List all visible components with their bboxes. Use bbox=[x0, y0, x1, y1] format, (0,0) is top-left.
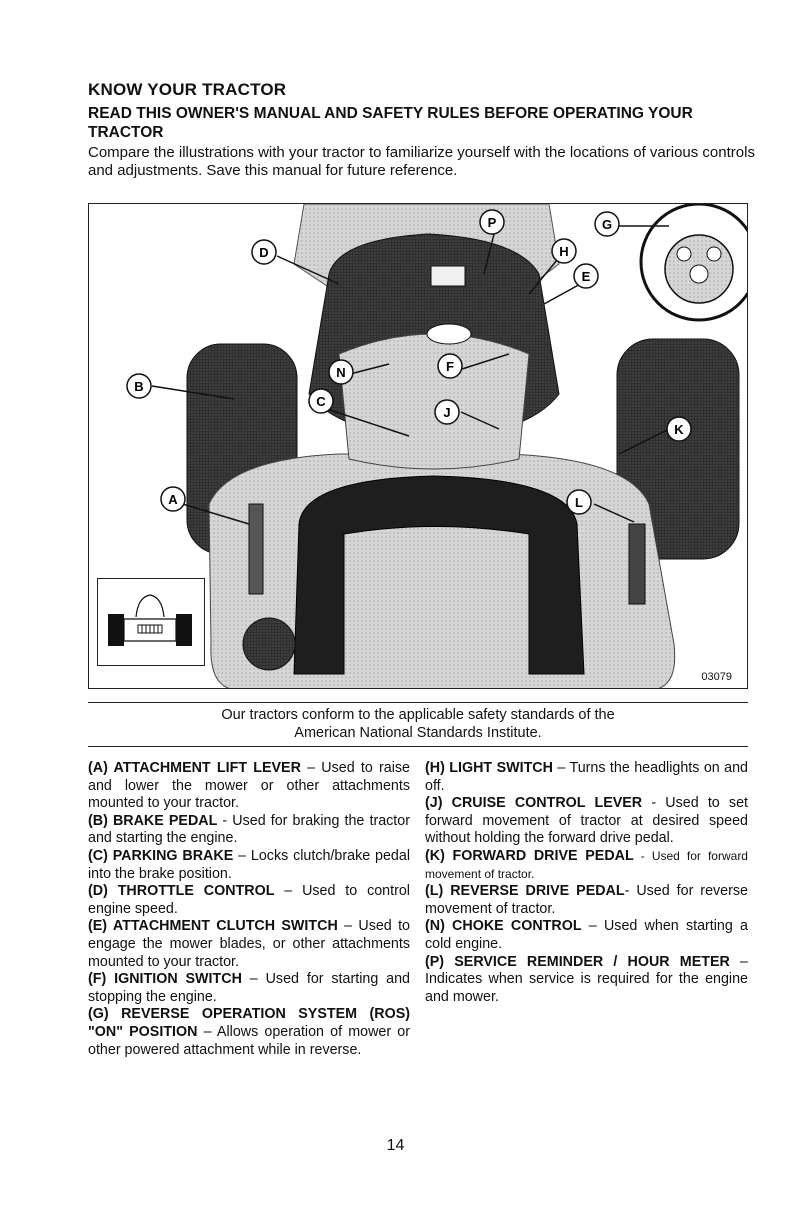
lift-lever-knob bbox=[242, 617, 296, 671]
right-pedal-shape bbox=[628, 523, 646, 605]
svg-text:L: L bbox=[575, 495, 583, 510]
lift-lever-shape bbox=[248, 503, 264, 595]
figure-code: 03079 bbox=[698, 671, 735, 683]
item-text: – Turns the headlights on and off. bbox=[425, 760, 749, 794]
svg-text:N: N bbox=[336, 365, 345, 380]
svg-text:G: G bbox=[602, 217, 612, 232]
item-title: (A) ATTACHMENT LIFT LEVER bbox=[88, 760, 301, 776]
item-text: – Used to control engine speed. bbox=[88, 883, 410, 917]
item-title: (E) ATTACHMENT CLUTCH SWITCH bbox=[88, 918, 338, 935]
callout-k: K bbox=[666, 416, 692, 442]
item-title: (G) REVERSE OPERATION SYSTEM (ROS) "ON" … bbox=[88, 1006, 410, 1040]
callout-p: P bbox=[479, 209, 505, 235]
svg-text:C: C bbox=[316, 394, 326, 409]
svg-text:A: A bbox=[168, 492, 178, 507]
svg-text:E: E bbox=[582, 269, 591, 284]
list-item: (J) CRUISE CONTROL LEVER - Used to set f… bbox=[425, 795, 748, 848]
standards-note-line2: American National Standards Institute. bbox=[294, 725, 542, 741]
item-title: (L) REVERSE DRIVE PEDAL bbox=[425, 883, 625, 900]
dash-opening bbox=[426, 323, 472, 345]
controls-list-right: (H) LIGHT SWITCH – Turns the headlights … bbox=[425, 760, 748, 1006]
item-title: (H) LIGHT SWITCH bbox=[425, 760, 553, 776]
steering-column bbox=[338, 333, 530, 470]
callout-j: J bbox=[434, 399, 460, 425]
svg-text:F: F bbox=[446, 359, 454, 374]
list-item: (B) BRAKE PEDAL - Used for braking the t… bbox=[88, 813, 410, 848]
page-number: 14 bbox=[386, 1137, 405, 1154]
item-text: – Used to raise and lower the mower or o… bbox=[88, 760, 410, 812]
item-title: (N) CHOKE CONTROL bbox=[425, 918, 582, 935]
tractor-drawing: D B A C N P H E F J G K L bbox=[126, 204, 747, 688]
svg-text:P: P bbox=[488, 215, 497, 230]
divider-top bbox=[88, 702, 748, 703]
list-item: (P) SERVICE REMINDER / HOUR METER – Indi… bbox=[425, 954, 748, 1007]
item-text: – Used to engage the mower blades, or ot… bbox=[88, 918, 410, 970]
divider-bottom bbox=[88, 746, 748, 747]
callout-l: L bbox=[566, 489, 592, 515]
list-item: (H) LIGHT SWITCH – Turns the headlights … bbox=[425, 760, 748, 795]
controls-list-left: (A) ATTACHMENT LIFT LEVER – Used to rais… bbox=[88, 760, 410, 1059]
list-item: (N) CHOKE CONTROL – Used when starting a… bbox=[425, 918, 748, 953]
list-item: (G) REVERSE OPERATION SYSTEM (ROS) "ON" … bbox=[88, 1006, 410, 1059]
list-item: (F) IGNITION SWITCH – Used for starting … bbox=[88, 971, 410, 1006]
svg-text:H: H bbox=[559, 244, 568, 259]
item-text: - Used to set forward movement of tracto… bbox=[425, 795, 749, 847]
item-title: (P) SERVICE REMINDER / HOUR METER bbox=[425, 953, 730, 970]
svg-text:D: D bbox=[259, 245, 268, 260]
item-text: – Used for starting and stopping the eng… bbox=[88, 971, 410, 1005]
callout-h: H bbox=[551, 238, 577, 264]
item-title: (F) IGNITION SWITCH bbox=[88, 971, 242, 988]
callout-f: F bbox=[437, 353, 463, 379]
item-text: - Used for reverse movement of tractor. bbox=[425, 883, 748, 917]
intro-paragraph: Compare the illustrations with your trac… bbox=[88, 144, 755, 179]
section-heading: KNOW YOUR TRACTOR bbox=[88, 80, 287, 99]
item-title: (B) BRAKE PEDAL bbox=[88, 812, 218, 829]
callout-e: E bbox=[573, 263, 599, 289]
item-title: (J) CRUISE CONTROL LEVER bbox=[425, 795, 643, 812]
item-text: – Allows operation of mower or other pow… bbox=[88, 1023, 410, 1058]
safety-subheading: READ THIS OWNER'S MANUAL AND SAFETY RULE… bbox=[88, 105, 693, 141]
list-item: (A) ATTACHMENT LIFT LEVER – Used to rais… bbox=[88, 760, 410, 813]
item-text: - Used for forward movement of tractor. bbox=[425, 848, 748, 881]
item-text: – Indicates when service is required for… bbox=[425, 953, 748, 1005]
seat-back bbox=[293, 475, 585, 675]
callout-labels: D B A C N P H E F J G K L bbox=[126, 209, 692, 515]
standards-note-line1: Our tractors conform to the applicable s… bbox=[221, 707, 615, 723]
list-item: (C) PARKING BRAKE – Locks clutch/brake p… bbox=[88, 848, 410, 883]
svg-text:B: B bbox=[134, 379, 143, 394]
tractor-locator-inset bbox=[97, 578, 205, 666]
item-title: (D) THROTTLE CONTROL bbox=[88, 883, 275, 900]
list-item: (D) THROTTLE CONTROL – Used to control e… bbox=[88, 883, 410, 918]
callout-n: N bbox=[328, 359, 354, 385]
item-text: - Used for braking the tractor and start… bbox=[88, 812, 410, 847]
item-title: (K) FORWARD DRIVE PEDAL bbox=[425, 847, 634, 864]
hour-meter-window bbox=[430, 265, 466, 287]
item-text: – Locks clutch/brake pedal into the brak… bbox=[88, 847, 410, 882]
svg-text:J: J bbox=[443, 405, 450, 420]
svg-text:K: K bbox=[674, 422, 684, 437]
item-title: (C) PARKING BRAKE bbox=[88, 847, 234, 864]
callout-d: D bbox=[251, 239, 277, 265]
item-text: – Used when starting a cold engine. bbox=[425, 918, 749, 952]
callout-g: G bbox=[594, 211, 620, 237]
list-item: (E) ATTACHMENT CLUTCH SWITCH – Used to e… bbox=[88, 918, 410, 971]
standards-note: Our tractors conform to the applicable s… bbox=[88, 706, 748, 742]
callout-b: B bbox=[126, 373, 152, 399]
list-item: (K) FORWARD DRIVE PEDAL - Used for forwa… bbox=[425, 848, 748, 883]
callout-a: A bbox=[160, 486, 186, 512]
tractor-silhouette-icon bbox=[108, 594, 192, 646]
tractor-controls-illustration: D B A C N P H E F J G K L bbox=[88, 203, 748, 689]
list-item: (L) REVERSE DRIVE PEDAL- Used for revers… bbox=[425, 883, 748, 918]
callout-c: C bbox=[308, 388, 334, 414]
